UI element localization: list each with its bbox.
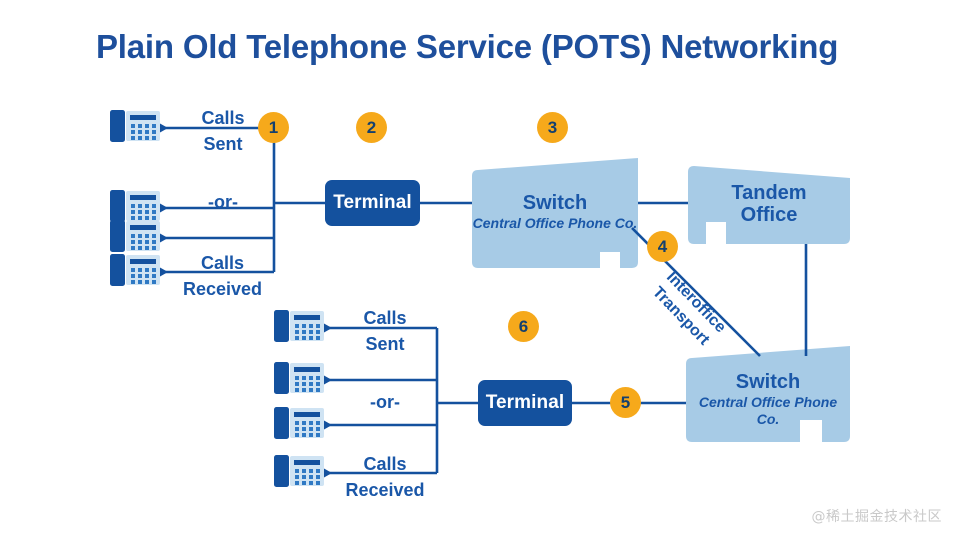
phone-top-4[interactable]: [110, 254, 160, 286]
tandem-office-shape[interactable]: [688, 166, 850, 244]
bottom-or-label: -or-: [370, 392, 400, 412]
watermark: @稀土掘金技术社区: [811, 509, 942, 525]
top-or-label: -or-: [208, 192, 238, 212]
phone-bottom-3[interactable]: [274, 407, 324, 439]
switch-top-shape[interactable]: [472, 158, 638, 268]
terminal-bottom-node[interactable]: Terminal: [478, 380, 572, 426]
bottom-calls-received-label: Calls Received: [315, 452, 455, 503]
phone-top-3[interactable]: [110, 220, 160, 252]
bottom-calls-sent-line2: Sent: [365, 333, 405, 354]
badge-step-1[interactable]: 1: [258, 112, 289, 143]
phone-top-1[interactable]: [110, 110, 160, 142]
terminal-bottom-label: Terminal: [485, 392, 565, 413]
badge-step-6[interactable]: 6: [508, 311, 539, 342]
badge-step-2[interactable]: 2: [356, 112, 387, 143]
bottom-calls-received-line2: Received: [345, 479, 425, 500]
top-calls-sent-line1: Calls: [201, 108, 245, 128]
phone-bottom-2[interactable]: [274, 362, 324, 394]
badge-step-6-label: 6: [518, 317, 529, 336]
badge-step-5[interactable]: 5: [610, 387, 641, 418]
terminal-top-label: Terminal: [333, 192, 412, 213]
bottom-calls-sent-line1: Calls: [363, 308, 407, 328]
phone-bottom-4[interactable]: [274, 455, 324, 487]
top-calls-sent-line2: Sent: [203, 133, 243, 154]
badge-step-2-label: 2: [366, 118, 377, 137]
top-calls-received-line1: Calls: [200, 253, 245, 273]
bottom-calls-received-line1: Calls: [363, 454, 407, 474]
badge-step-5-label: 5: [620, 393, 631, 412]
top-calls-received-line2: Received: [182, 278, 263, 299]
badge-step-3-label: 3: [547, 118, 558, 137]
badge-step-1-label: 1: [268, 118, 279, 137]
phone-bottom-1[interactable]: [274, 310, 324, 342]
page-title: Plain Old Telephone Service (POTS) Netwo…: [96, 28, 839, 65]
top-calls-received-label: Calls Received: [150, 251, 295, 302]
bottom-calls-sent-label: Calls Sent: [330, 306, 440, 357]
badge-step-4-label: 4: [657, 237, 668, 256]
phone-top-2[interactable]: [110, 190, 160, 222]
badge-step-3[interactable]: 3: [537, 112, 568, 143]
switch-bottom-shape[interactable]: [686, 346, 850, 442]
terminal-top-node[interactable]: Terminal: [325, 180, 420, 226]
top-calls-sent-label: Calls Sent: [168, 106, 278, 157]
badge-step-4[interactable]: 4: [647, 231, 678, 262]
